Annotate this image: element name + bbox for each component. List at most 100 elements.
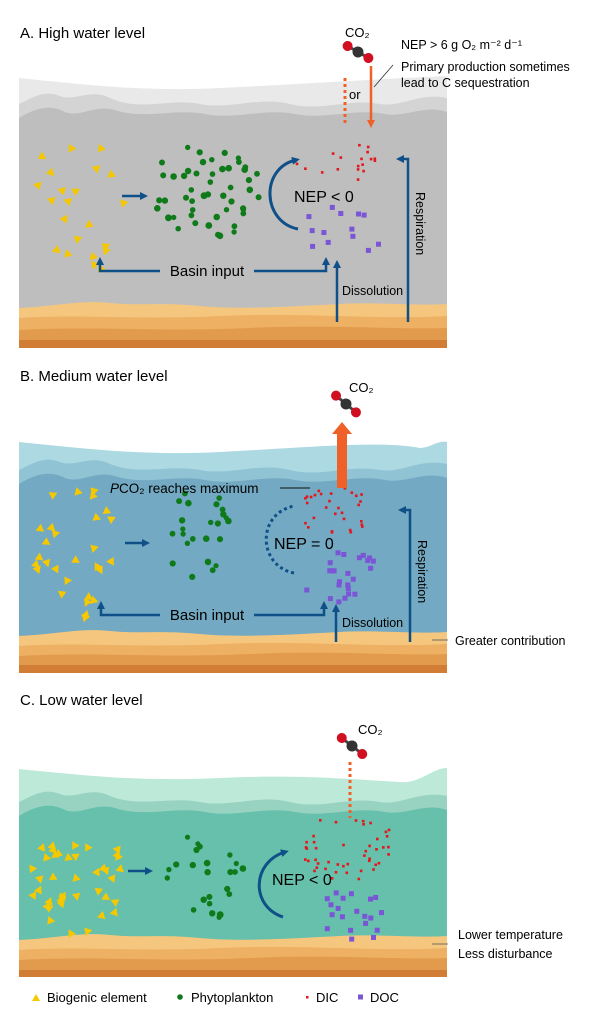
panel-c-marks — [28, 819, 391, 942]
dic-mark — [328, 499, 331, 503]
biogenic-element-mark — [95, 565, 103, 575]
biogenic-element-mark — [46, 522, 56, 532]
dic-mark — [312, 840, 316, 844]
phytoplankton-mark — [171, 214, 177, 221]
doc-mark — [321, 230, 327, 235]
doc-mark — [324, 926, 330, 932]
phytoplankton-mark — [193, 170, 200, 177]
dic-mark — [315, 866, 319, 869]
phytoplankton-mark — [227, 852, 233, 858]
phytoplankton-mark — [235, 155, 242, 161]
phytoplankton-mark — [164, 875, 170, 881]
phytoplankton-mark — [180, 172, 188, 180]
doc-mark — [365, 247, 371, 253]
phytoplankton-mark — [255, 194, 262, 201]
dic-mark — [361, 819, 365, 823]
phytoplankton-mark — [236, 159, 242, 166]
dic-mark — [368, 844, 371, 848]
co2-label: CO₂ — [349, 380, 374, 395]
co2-label: CO₂ — [358, 722, 383, 737]
phytoplankton-mark — [200, 192, 208, 200]
biogenic-element-mark — [63, 197, 72, 207]
doc-mark — [325, 239, 331, 245]
phytoplankton-mark — [192, 220, 199, 227]
phytoplankton-mark — [239, 865, 247, 872]
respiration-arrow — [396, 155, 410, 322]
phytoplankton-mark — [213, 501, 220, 508]
phytoplankton-mark — [184, 540, 191, 546]
legend: Biogenic element Phytoplankton DIC DOC — [32, 990, 399, 1005]
dic-mark — [382, 846, 385, 849]
phytoplankton-mark — [202, 535, 210, 542]
respiration-label: Respiration — [413, 192, 427, 255]
biogenic-element-mark — [42, 558, 51, 568]
biogenic-element-mark — [51, 245, 61, 254]
phytoplankton-mark — [169, 530, 176, 537]
biogenic-element-mark — [31, 559, 40, 568]
doc-mark — [379, 910, 384, 916]
biogenic-element-mark — [37, 151, 47, 160]
pco2-label: PCO₂ reaches maximum — [110, 481, 259, 496]
dissolution-label: Dissolution — [342, 284, 403, 298]
legend-label: Biogenic element — [47, 990, 147, 1005]
legend-item-dic: DIC — [306, 990, 338, 1005]
doc-mark — [345, 582, 351, 588]
nep-label: NEP < 0 — [272, 872, 332, 889]
dic-mark — [349, 530, 353, 534]
biogenic-element-mark — [107, 874, 116, 883]
dic-mark — [374, 863, 377, 867]
biogenic-element-mark — [72, 873, 81, 882]
biogenic-element-mark — [34, 552, 44, 561]
dic-mark — [366, 150, 369, 154]
panel-b-sand — [19, 630, 447, 673]
phytoplankton-mark — [216, 232, 224, 240]
doc-mark — [356, 555, 362, 561]
biogenic-element-mark — [64, 249, 73, 258]
phytoplankton-mark — [154, 205, 161, 212]
phytoplankton-mark — [161, 197, 169, 204]
doc-mark — [374, 927, 380, 933]
phytoplankton-mark — [178, 517, 186, 524]
dic-mark — [334, 512, 337, 516]
basin-input-arrow-left — [96, 257, 160, 273]
phytoplankton-mark — [219, 506, 226, 513]
phytoplankton-mark — [175, 225, 181, 232]
dic-mark — [369, 821, 372, 825]
phytoplankton-mark — [216, 495, 222, 501]
dissolution-label: Dissolution — [342, 616, 403, 630]
phytoplankton-mark — [233, 860, 239, 867]
phytoplankton-mark — [200, 896, 207, 903]
phytoplankton-mark — [206, 893, 213, 900]
biogenic-element-mark — [47, 197, 56, 206]
doc-mark — [309, 228, 315, 234]
doc-mark — [348, 891, 354, 897]
phytoplankton-mark — [183, 194, 189, 201]
phytoplankton-mark — [213, 563, 219, 569]
dic-mark — [345, 871, 349, 875]
dic-mark — [384, 830, 388, 834]
basin-input-arrow-right — [254, 257, 330, 273]
side-note-line-2: Less disturbance — [458, 947, 553, 961]
biogenic-element-mark — [35, 523, 45, 532]
phytoplankton-mark — [225, 164, 232, 172]
phytoplankton-mark — [182, 490, 188, 497]
doc-mark — [349, 936, 355, 942]
panel-c: C. Low water level NEP < 0 CO₂ Lower tem… — [19, 692, 563, 977]
phytoplankton-mark — [209, 171, 216, 177]
legend-label: DIC — [316, 990, 338, 1005]
dic-mark — [373, 157, 377, 160]
doc-mark — [329, 912, 335, 918]
biogenic-element-mark — [44, 897, 53, 906]
nep-arc-arrow — [268, 156, 300, 231]
phytoplankton-mark — [214, 520, 221, 527]
phytoplankton-mark — [254, 170, 260, 177]
phytoplankton-mark — [204, 558, 212, 566]
dot-icon — [306, 996, 309, 999]
biogenic-element-mark — [41, 537, 51, 545]
doc-mark — [376, 241, 381, 247]
phytoplankton-mark — [223, 207, 230, 213]
doc-mark — [327, 596, 333, 602]
or-label: or — [349, 87, 361, 102]
biogenic-element-mark — [85, 843, 93, 852]
